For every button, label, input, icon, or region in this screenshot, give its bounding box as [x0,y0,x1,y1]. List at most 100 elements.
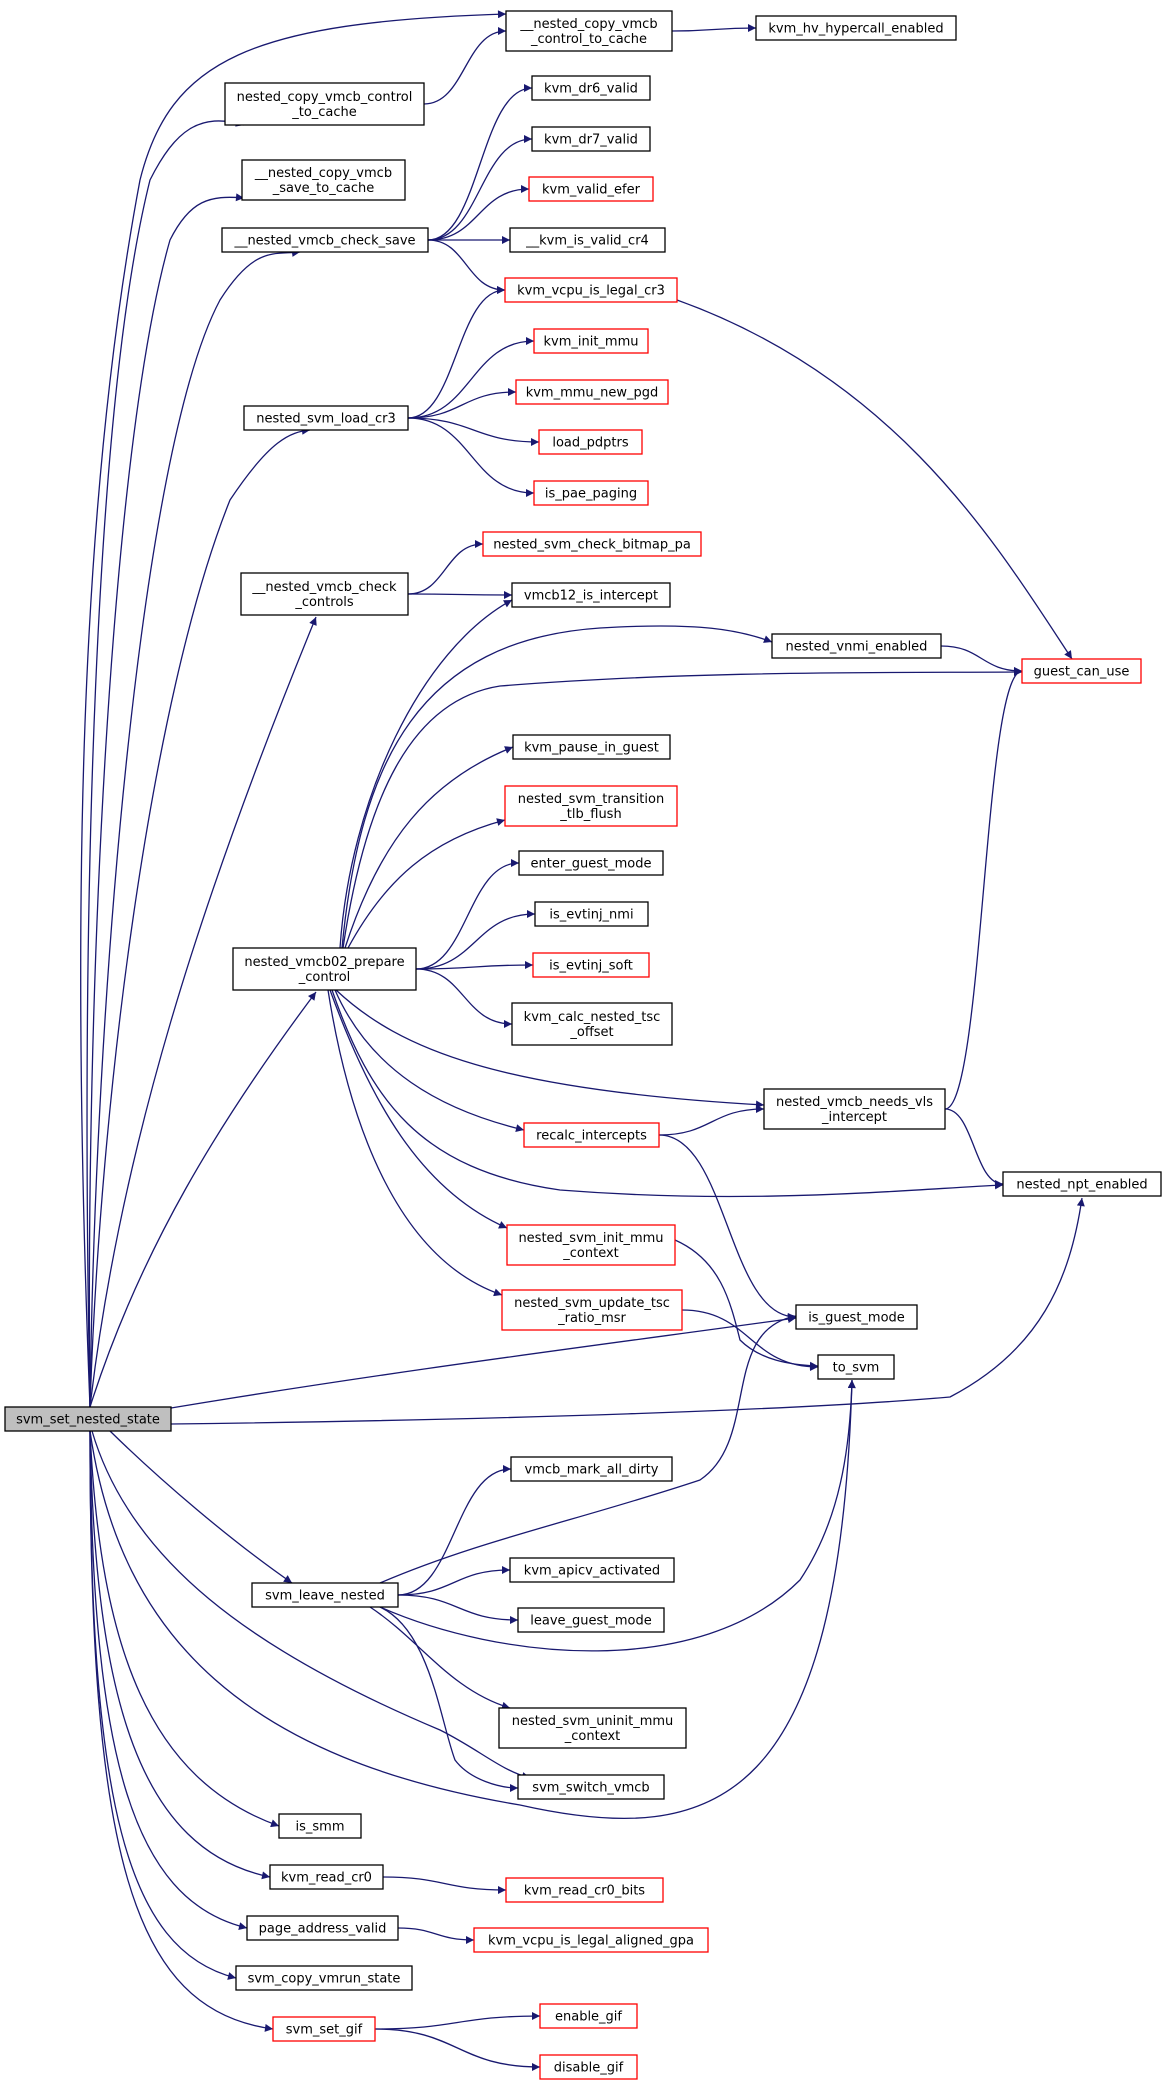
node-box[interactable] [473,1927,709,1953]
node-vmcb-mark-all-dirty[interactable]: vmcb_mark_all_dirty [510,1456,673,1482]
node---nested-copy-vmcb-control-to-cache[interactable]: __nested_copy_vmcb_control_to_cache [505,10,673,52]
node-guest-can-use[interactable]: guest_can_use [1021,658,1142,684]
node-kvm-calc-nested-tsc-offset[interactable]: kvm_calc_nested_tsc_offset [511,1002,673,1046]
node-box[interactable] [771,633,942,659]
node-box[interactable] [515,379,669,405]
node-box[interactable] [505,1877,664,1903]
node-nested-svm-load-cr3[interactable]: nested_svm_load_cr3 [243,405,409,431]
node-box[interactable] [272,2016,376,2042]
node-box[interactable] [817,1354,895,1380]
node-box[interactable] [504,277,678,303]
node-box[interactable] [534,901,649,927]
node-box[interactable] [1002,1171,1162,1197]
node-box[interactable] [251,1582,399,1608]
node-svm-leave-nested[interactable]: svm_leave_nested [251,1582,399,1608]
node-nested-svm-transition-tlb-flush[interactable]: nested_svm_transition_tlb_flush [504,785,678,827]
node-is-smm[interactable]: is_smm [278,1813,362,1839]
node-is-guest-mode[interactable]: is_guest_mode [795,1304,918,1330]
node-svm-set-gif[interactable]: svm_set_gif [272,2016,376,2042]
node-enter-guest-mode[interactable]: enter_guest_mode [518,850,664,876]
node-box[interactable] [532,952,650,978]
node-kvm-pause-in-guest[interactable]: kvm_pause_in_guest [512,734,671,760]
node-box[interactable] [241,159,406,201]
node-leave-guest-mode[interactable]: leave_guest_mode [517,1607,665,1633]
node-box[interactable] [221,227,429,253]
node-is-evtinj-soft[interactable]: is_evtinj_soft [532,952,650,978]
node-box[interactable] [763,1088,946,1130]
node-recalc-intercepts[interactable]: recalc_intercepts [523,1122,660,1148]
node-kvm-hv-hypercall-enabled[interactable]: kvm_hv_hypercall_enabled [755,15,957,41]
node-box[interactable] [523,1122,660,1148]
node-box[interactable] [224,82,425,126]
node-box[interactable] [533,328,649,354]
node-box[interactable] [501,1289,683,1331]
node-box[interactable] [509,227,666,253]
node-box[interactable] [278,1813,362,1839]
node-box[interactable] [755,15,957,41]
node-box[interactable] [246,1915,399,1941]
node-box[interactable] [538,429,643,455]
node-box[interactable] [243,405,409,431]
node-box[interactable] [518,850,664,876]
node-box[interactable] [511,582,671,608]
node-box[interactable] [512,734,671,760]
node-box[interactable] [795,1304,918,1330]
node-page-address-valid[interactable]: page_address_valid [246,1915,399,1941]
node-kvm-dr6-valid[interactable]: kvm_dr6_valid [531,75,651,101]
node-box[interactable] [232,947,417,991]
node-box[interactable] [4,1406,172,1432]
node-box[interactable] [517,1607,665,1633]
node-to-svm[interactable]: to_svm [817,1354,895,1380]
node-box[interactable] [506,1224,676,1266]
node-load-pdptrs[interactable]: load_pdptrs [538,429,643,455]
node---kvm-is-valid-cr4[interactable]: __kvm_is_valid_cr4 [509,227,666,253]
node-box[interactable] [539,2054,638,2080]
node-box[interactable] [533,480,649,506]
node-nested-vmcb02-prepare-control[interactable]: nested_vmcb02_prepare_control [232,947,417,991]
node-box[interactable] [235,1965,413,1991]
node-nested-svm-init-mmu-context[interactable]: nested_svm_init_mmu_context [506,1224,676,1266]
node-enable-gif[interactable]: enable_gif [539,2003,638,2029]
node-is-pae-paging[interactable]: is_pae_paging [533,480,649,506]
node-kvm-read-cr0[interactable]: kvm_read_cr0 [269,1864,384,1890]
node-box[interactable] [528,176,654,202]
node-vmcb12-is-intercept[interactable]: vmcb12_is_intercept [511,582,671,608]
node---nested-vmcb-check-save[interactable]: __nested_vmcb_check_save [221,227,429,253]
node-box[interactable] [240,572,409,616]
node-box[interactable] [504,785,678,827]
node-svm-copy-vmrun-state[interactable]: svm_copy_vmrun_state [235,1965,413,1991]
node-box[interactable] [505,10,673,52]
node-kvm-vcpu-is-legal-cr3[interactable]: kvm_vcpu_is_legal_cr3 [504,277,678,303]
node-nested-svm-check-bitmap-pa[interactable]: nested_svm_check_bitmap_pa [482,531,702,557]
node-box[interactable] [482,531,702,557]
node-nested-vnmi-enabled[interactable]: nested_vnmi_enabled [771,633,942,659]
node-kvm-init-mmu[interactable]: kvm_init_mmu [533,328,649,354]
node-root[interactable]: svm_set_nested_state [4,1406,172,1432]
node-box[interactable] [509,1557,675,1583]
node-kvm-valid-efer[interactable]: kvm_valid_efer [528,176,654,202]
node-box[interactable] [510,1456,673,1482]
node-nested-svm-uninit-mmu-context[interactable]: nested_svm_uninit_mmu_context [498,1707,687,1749]
node-kvm-apicv-activated[interactable]: kvm_apicv_activated [509,1557,675,1583]
node-box[interactable] [531,75,651,101]
node-svm-switch-vmcb[interactable]: svm_switch_vmcb [517,1774,665,1800]
node-kvm-mmu-new-pgd[interactable]: kvm_mmu_new_pgd [515,379,669,405]
node-box[interactable] [1021,658,1142,684]
node-box[interactable] [269,1864,384,1890]
node-nested-npt-enabled[interactable]: nested_npt_enabled [1002,1171,1162,1197]
node-kvm-vcpu-is-legal-aligned-gpa[interactable]: kvm_vcpu_is_legal_aligned_gpa [473,1927,709,1953]
node-kvm-dr7-valid[interactable]: kvm_dr7_valid [531,126,651,152]
node-nested-vmcb-needs-vls-intercept[interactable]: nested_vmcb_needs_vls_intercept [763,1088,946,1130]
node---nested-copy-vmcb-save-to-cache[interactable]: __nested_copy_vmcb_save_to_cache [241,159,406,201]
node-box[interactable] [511,1002,673,1046]
node-box[interactable] [531,126,651,152]
node-nested-copy-vmcb-control-to-cache-w[interactable]: nested_copy_vmcb_control_to_cache [224,82,425,126]
node-box[interactable] [539,2003,638,2029]
node-is-evtinj-nmi[interactable]: is_evtinj_nmi [534,901,649,927]
node-box[interactable] [517,1774,665,1800]
node-disable-gif[interactable]: disable_gif [539,2054,638,2080]
node-nested-svm-update-tsc-ratio-msr[interactable]: nested_svm_update_tsc_ratio_msr [501,1289,683,1331]
node-kvm-read-cr0-bits[interactable]: kvm_read_cr0_bits [505,1877,664,1903]
node-box[interactable] [498,1707,687,1749]
node---nested-vmcb-check-controls[interactable]: __nested_vmcb_check_controls [240,572,409,616]
